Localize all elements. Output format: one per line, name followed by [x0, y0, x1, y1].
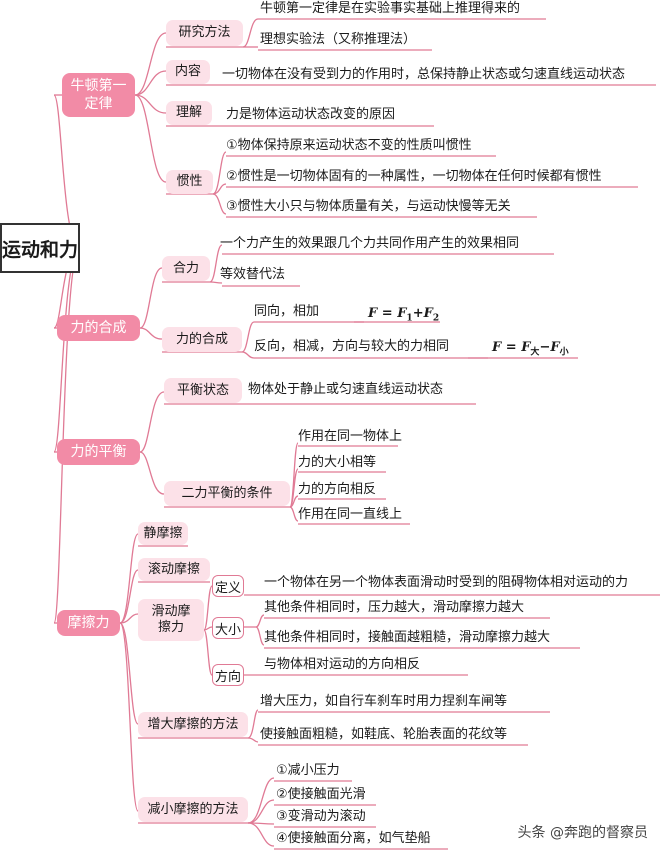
magnitude-leaf-1: 其他条件相同时，压力越大，滑动摩擦力越大: [264, 600, 525, 615]
balance-state-text: 物体处于静止或匀速直线运动状态: [248, 382, 444, 397]
node-understanding: 理解: [166, 101, 212, 125]
decrease-leaf-4: ④使接触面分离，如气垫船: [276, 831, 431, 846]
decrease-leaf-2: ②使接触面光滑: [276, 787, 366, 802]
decrease-leaf-1: ①减小压力: [276, 763, 340, 778]
node-static-friction: 静摩擦: [138, 522, 188, 545]
formula-f: F: [492, 340, 502, 355]
method-leaf-1: 牛顿第一定律是在实验事实基础上推理得来的: [260, 1, 521, 16]
formula-fb: F: [550, 340, 560, 355]
inertia-leaf-2: ②惯性是一切物体固有的一种属性，一切物体在任何时候都有惯性: [226, 169, 602, 184]
condition-leaf-3: 力的方向相反: [298, 482, 377, 497]
formula-minus: −: [539, 340, 551, 355]
formula-sub2: 2: [432, 313, 440, 324]
formula-sub-small: 小: [559, 347, 569, 358]
node-rolling-friction: 滚动摩擦: [138, 558, 210, 581]
node-definition: 定义: [212, 575, 244, 597]
formula-f2: F: [423, 306, 433, 321]
magnitude-leaf-2: 其他条件相同时，接触面越粗糙，滑动摩擦力越大: [264, 630, 551, 645]
branch-force-composition: 力的合成: [57, 315, 140, 341]
inertia-leaf-1: ①物体保持原来运动状态不变的性质叫惯性: [226, 138, 472, 153]
inertia-leaf-3: ③惯性大小只与物体质量有关，与运动快慢等无关: [226, 199, 511, 214]
condition-leaf-2: 力的大小相等: [298, 455, 377, 470]
method-leaf-2: 理想实验法（又称推理法）: [260, 32, 417, 47]
definition-text: 一个物体在另一个物体表面滑动时受到的阻碍物体相对运动的力: [264, 575, 629, 590]
condition-leaf-1: 作用在同一物体上: [298, 429, 403, 444]
formula-plus: +: [412, 306, 424, 321]
increase-leaf-1: 增大压力，如自行车刹车时用力捏刹车闸等: [260, 694, 508, 709]
sliding-friction-label: 滑动摩擦力: [151, 604, 191, 635]
node-increase-friction: 增大摩擦的方法: [138, 712, 248, 737]
branch-newton-label: 牛顿第一定律: [70, 78, 127, 112]
opposite-direction-text: 反向，相减，方向与较大的力相同: [254, 339, 450, 354]
same-direction-formula: F = F1+F2: [368, 306, 439, 324]
node-balance-state: 平衡状态: [164, 378, 242, 403]
formula-eq: =: [501, 340, 522, 355]
node-composition-rule: 力的合成: [162, 327, 242, 352]
decrease-leaf-3: ③变滑动为滚动: [276, 809, 366, 824]
formula-sub-big: 大: [530, 347, 540, 358]
node-content: 内容: [166, 60, 210, 84]
node-research-method: 研究方法: [166, 20, 243, 46]
branch-newton-first-law: 牛顿第一定律: [62, 73, 135, 117]
content-text: 一切物体在没有受到力的作用时，总保持静止状态或匀速直线运动状态: [222, 67, 626, 82]
opposite-direction-formula: F = F大−F小: [492, 340, 569, 358]
watermark: 头条 @奔跑的督察员: [517, 825, 648, 841]
formula-fa: F: [521, 340, 531, 355]
resultant-leaf-1: 一个力产生的效果跟几个力共同作用产生的效果相同: [220, 236, 520, 251]
formula-eq: =: [377, 306, 398, 321]
formula-sub1: 1: [406, 313, 413, 324]
node-direction: 方向: [212, 664, 244, 686]
node-magnitude: 大小: [212, 617, 244, 639]
formula-f: F: [368, 306, 378, 321]
same-direction-text: 同向，相加: [254, 304, 320, 319]
understanding-text: 力是物体运动状态改变的原因: [226, 107, 396, 122]
resultant-leaf-2: 等效替代法: [220, 267, 286, 282]
node-sliding-friction: 滑动摩擦力: [138, 599, 204, 641]
branch-force-balance: 力的平衡: [57, 439, 140, 465]
condition-leaf-4: 作用在同一直线上: [298, 507, 403, 522]
node-resultant-force: 合力: [162, 256, 210, 281]
branch-friction: 摩擦力: [57, 610, 120, 636]
increase-leaf-2: 使接触面粗糙，如鞋底、轮胎表面的花纹等: [260, 727, 508, 742]
node-decrease-friction: 减小摩擦的方法: [138, 797, 248, 822]
node-balance-conditions: 二力平衡的条件: [164, 481, 290, 506]
root-topic: 运动和力: [0, 223, 80, 273]
node-inertia: 惯性: [166, 170, 213, 194]
direction-text: 与物体相对运动的方向相反: [264, 657, 421, 672]
formula-f1: F: [397, 306, 407, 321]
